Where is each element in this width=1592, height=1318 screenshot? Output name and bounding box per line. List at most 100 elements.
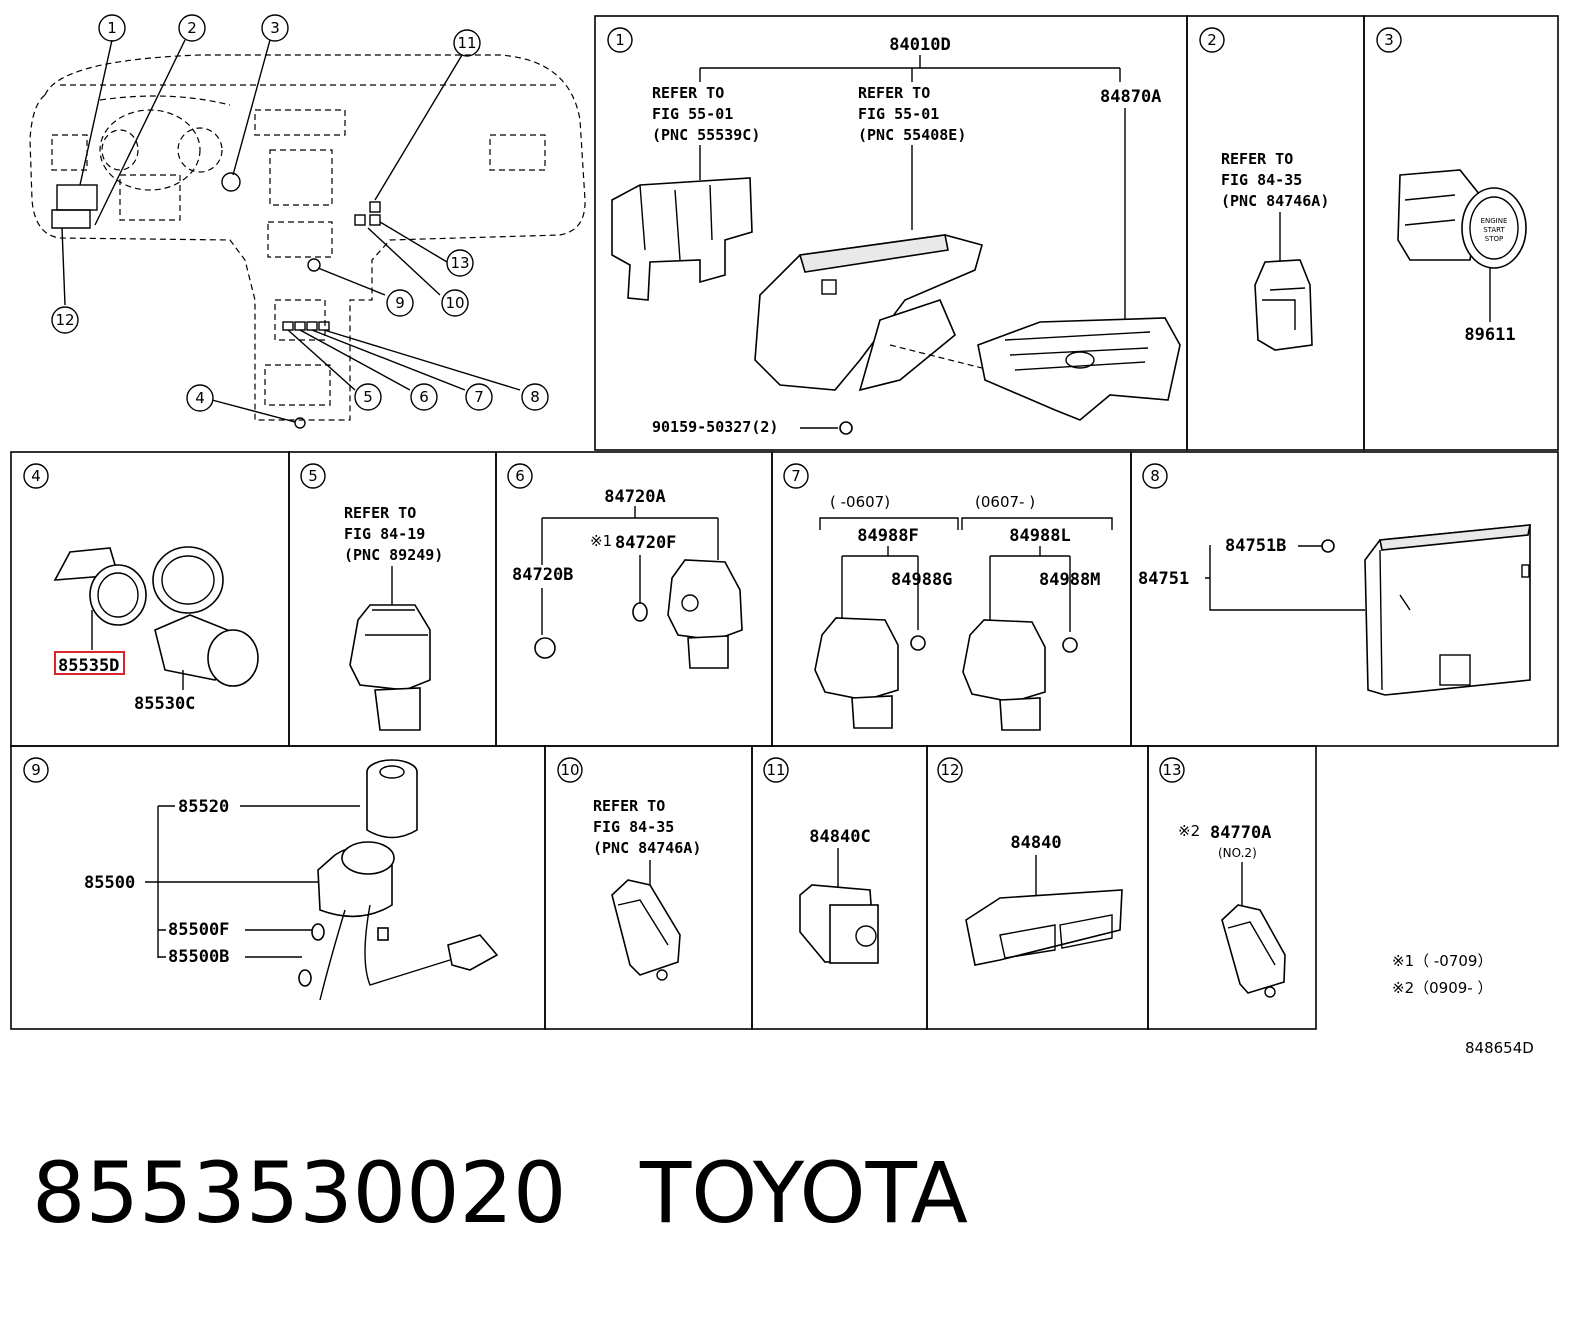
refer-line2: FIG 84-35 bbox=[1221, 171, 1302, 189]
range-left: ( -0607) bbox=[830, 493, 890, 511]
panel-frames bbox=[10, 15, 1559, 1030]
part-84770A-sub: (NO.2) bbox=[1218, 846, 1257, 860]
part-84988M: 84988M bbox=[1039, 570, 1100, 590]
callout-8: 8 bbox=[521, 383, 549, 411]
svg-text:12: 12 bbox=[55, 311, 74, 329]
callout-9: 9 bbox=[386, 289, 414, 317]
panel-7: 7 ( -0607) (0607- ) 84988F 84988L 84988G… bbox=[783, 463, 1113, 731]
callout-1: 1 bbox=[98, 14, 126, 42]
dashboard-overview bbox=[29, 39, 586, 429]
svg-text:6: 6 bbox=[419, 388, 429, 406]
svg-text:13: 13 bbox=[450, 254, 469, 272]
part-84870A: 84870A bbox=[1100, 87, 1161, 107]
svg-text:9: 9 bbox=[395, 294, 405, 312]
footnote-2: ※2（0909- ） bbox=[1392, 979, 1492, 997]
part-84720F: 84720F bbox=[615, 533, 676, 553]
callout-4: 4 bbox=[186, 384, 214, 412]
part-84988L: 84988L bbox=[1009, 526, 1070, 546]
svg-text:5: 5 bbox=[363, 388, 373, 406]
callout-10: 10 bbox=[441, 289, 469, 317]
callout-7: 7 bbox=[465, 383, 493, 411]
svg-text:13: 13 bbox=[1162, 761, 1181, 779]
refer-line3: (PNC 84746A) bbox=[1221, 192, 1329, 210]
refer-b-line1: REFER TO bbox=[858, 84, 930, 102]
svg-text:1: 1 bbox=[107, 19, 117, 37]
part-90159-50327: 90159-50327(2) bbox=[652, 418, 778, 436]
refer-line3: (PNC 84746A) bbox=[593, 839, 701, 857]
callout-11: 11 bbox=[453, 29, 481, 57]
footnote-1: ※1（ -0709） bbox=[1392, 952, 1492, 970]
panel-12: 12 84840 bbox=[937, 757, 1123, 966]
refer-line2: FIG 84-35 bbox=[593, 818, 674, 836]
part-84840: 84840 bbox=[1010, 833, 1061, 853]
panel-3: 3 ENGINE START STOP 89611 bbox=[1376, 27, 1527, 345]
svg-text:2: 2 bbox=[1207, 31, 1217, 49]
panel-6: 6 84720A ※1 84720F 84720B bbox=[507, 463, 743, 669]
part-85520: 85520 bbox=[178, 797, 229, 817]
part-89611: 89611 bbox=[1464, 325, 1515, 345]
part-84751: 84751 bbox=[1138, 569, 1189, 589]
callout-6: 6 bbox=[410, 383, 438, 411]
part-85500: 85500 bbox=[84, 873, 135, 893]
refer-line1: REFER TO bbox=[593, 797, 665, 815]
callout-2: 2 bbox=[178, 14, 206, 42]
svg-text:7: 7 bbox=[791, 467, 801, 485]
svg-text:3: 3 bbox=[270, 19, 280, 37]
svg-text:2: 2 bbox=[187, 19, 197, 37]
caption-brand: TOYOTA bbox=[639, 1144, 968, 1242]
panel-1: 1 84010D REFER TO FIG 55-01 (PNC 55539C)… bbox=[607, 27, 1181, 436]
callout-5: 5 bbox=[354, 383, 382, 411]
part-84988G: 84988G bbox=[891, 570, 952, 590]
svg-text:4: 4 bbox=[195, 389, 205, 407]
panel-9: 9 85520 85500 85500F 85500B bbox=[23, 757, 499, 1001]
refer-a-line2: FIG 55-01 bbox=[652, 105, 733, 123]
panel-8: 8 84751B 84751 bbox=[1138, 463, 1531, 696]
button-text-stop: STOP bbox=[1485, 235, 1503, 243]
svg-text:9: 9 bbox=[31, 761, 41, 779]
part-85530C: 85530C bbox=[134, 694, 195, 714]
range-right: (0607- ) bbox=[975, 493, 1035, 511]
refer-line3: (PNC 89249) bbox=[344, 546, 443, 564]
refer-a-line3: (PNC 55539C) bbox=[652, 126, 760, 144]
svg-text:5: 5 bbox=[308, 467, 318, 485]
svg-text:8: 8 bbox=[530, 388, 540, 406]
svg-text:11: 11 bbox=[457, 34, 476, 52]
callout-13: 13 bbox=[446, 249, 474, 277]
panel-4: 4 85535D 85530C bbox=[23, 463, 259, 714]
highlight-box bbox=[54, 651, 125, 675]
svg-text:4: 4 bbox=[31, 467, 41, 485]
panel-2: 2 REFER TO FIG 84-35 (PNC 84746A) bbox=[1199, 27, 1329, 351]
callout-3: 3 bbox=[261, 14, 289, 42]
part-85535D: 85535D bbox=[58, 656, 119, 676]
svg-text:10: 10 bbox=[445, 294, 464, 312]
refer-line1: REFER TO bbox=[344, 504, 416, 522]
svg-text:8: 8 bbox=[1150, 467, 1160, 485]
part-84840C: 84840C bbox=[809, 827, 870, 847]
overview-callouts: 1 2 3 11 13 9 10 12 4 5 6 7 8 bbox=[51, 14, 549, 412]
part-84720B: 84720B bbox=[512, 565, 573, 585]
part-84010D: 84010D bbox=[889, 35, 950, 55]
callout-12: 12 bbox=[51, 306, 79, 334]
panel-13: 13 ※2 84770A (NO.2) bbox=[1159, 757, 1286, 998]
button-text-engine: ENGINE bbox=[1481, 217, 1508, 225]
part-84751B: 84751B bbox=[1225, 536, 1286, 556]
refer-b-line2: FIG 55-01 bbox=[858, 105, 939, 123]
refer-line2: FIG 84-19 bbox=[344, 525, 425, 543]
button-text-start: START bbox=[1483, 226, 1505, 234]
svg-text:3: 3 bbox=[1384, 31, 1394, 49]
caption-part-number: 8553530020 bbox=[32, 1144, 566, 1242]
part-85500F: 85500F bbox=[168, 920, 229, 940]
panel-10: 10 REFER TO FIG 84-35 (PNC 84746A) bbox=[557, 757, 701, 981]
refer-line1: REFER TO bbox=[1221, 150, 1293, 168]
note-mark-2: ※2 bbox=[1178, 822, 1200, 840]
svg-text:11: 11 bbox=[766, 761, 785, 779]
panel-5: 5 REFER TO FIG 84-19 (PNC 89249) bbox=[300, 463, 443, 731]
part-84770A: 84770A bbox=[1210, 823, 1271, 843]
refer-a-line1: REFER TO bbox=[652, 84, 724, 102]
part-85500B: 85500B bbox=[168, 947, 229, 967]
svg-text:6: 6 bbox=[515, 467, 525, 485]
note-mark-1: ※1 bbox=[590, 532, 612, 550]
figure-code: 848654D bbox=[1465, 1039, 1534, 1057]
svg-text:7: 7 bbox=[474, 388, 484, 406]
